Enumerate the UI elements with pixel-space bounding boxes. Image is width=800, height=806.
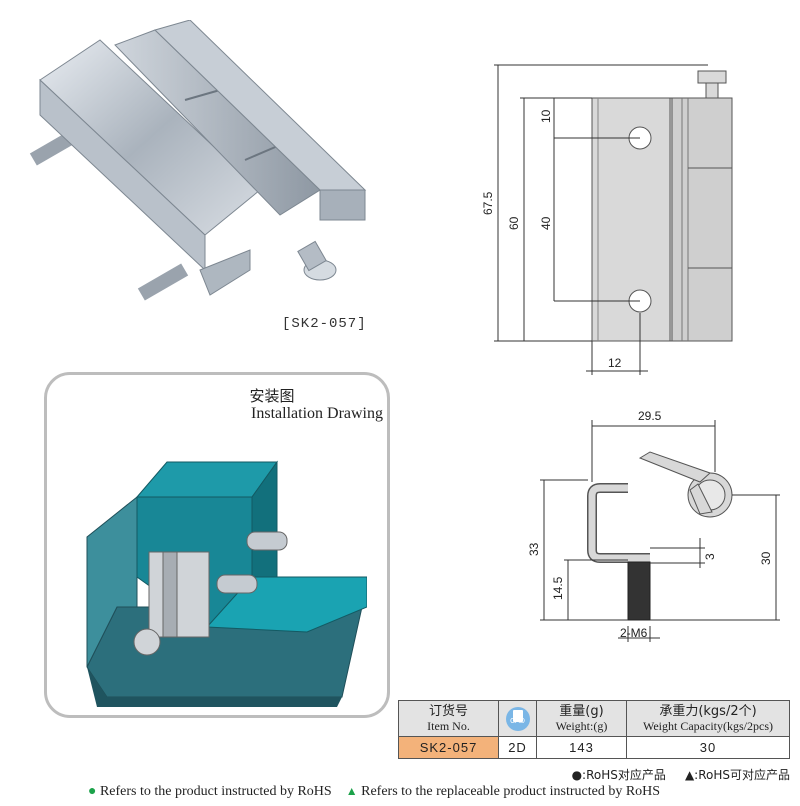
legend-rohs-cn: ●:RoHS对应产品 xyxy=(571,768,666,782)
green-dot-icon: ● xyxy=(88,784,97,799)
dim-body: 60 xyxy=(507,216,521,230)
legend-rohs-en: Refers to the product instructed by RoHS xyxy=(99,784,332,799)
installation-title-cn: 安装图 xyxy=(249,387,295,405)
product-code: [SK2-057] xyxy=(282,316,367,332)
legend-en: ● Refers to the product instructed by Ro… xyxy=(88,784,660,800)
header-weight: 重量(g) Weight:(g) xyxy=(536,700,627,737)
dim-hole-spacing: 40 xyxy=(539,216,553,230)
dim-top-offset: 10 xyxy=(539,109,553,123)
dim-thickness: 3 xyxy=(703,553,717,560)
dim-height: 33 xyxy=(527,542,541,556)
legend-cn: ●:RoHS对应产品 ▲:RoHS可对应产品 xyxy=(572,766,790,783)
legend-rohs-replace-cn: ▲:RoHS可对应产品 xyxy=(684,768,790,782)
dim-stud-length: 14.5 xyxy=(551,576,565,600)
dim-leaf-height: 30 xyxy=(759,551,773,565)
dim-overall: 67.5 xyxy=(481,191,495,215)
header-capacity: 承重力(kgs/2个) Weight Capacity(kgs/2pcs) xyxy=(626,700,790,737)
installation-title-en: Installation Drawing xyxy=(251,405,383,422)
installation-panel: 安装图 Installation Drawing xyxy=(44,372,390,718)
stud-lower xyxy=(137,263,189,301)
cell-capacity: 30 xyxy=(626,736,790,759)
front-view-drawing: 67.5 60 10 40 12 xyxy=(481,64,733,375)
header-cad: CAD xyxy=(498,700,537,737)
cell-item: SK2-057 xyxy=(398,736,499,759)
product-photo xyxy=(29,20,367,301)
installation-illustration xyxy=(86,460,367,707)
spec-table: 订货号 Item No. CAD 重量(g) Weight:(g) 承重力(kg… xyxy=(398,700,790,759)
dim-thread: 2-M6 xyxy=(620,626,648,640)
cell-weight: 143 xyxy=(536,736,627,759)
table-row: SK2-057 2D 143 30 xyxy=(398,736,790,759)
legend-rohs-replace-en: Refers to the replaceable product instru… xyxy=(361,784,661,799)
green-triangle-icon: ▲ xyxy=(345,784,358,798)
dim-width: 29.5 xyxy=(638,409,662,423)
cell-cad[interactable]: 2D xyxy=(498,736,537,759)
dim-edge-offset: 12 xyxy=(608,356,622,370)
cad-icon: CAD xyxy=(505,706,530,731)
side-view-drawing: 29.5 33 3 14.5 30 2-M6 xyxy=(527,409,780,642)
header-item: 订货号 Item No. xyxy=(398,700,499,737)
